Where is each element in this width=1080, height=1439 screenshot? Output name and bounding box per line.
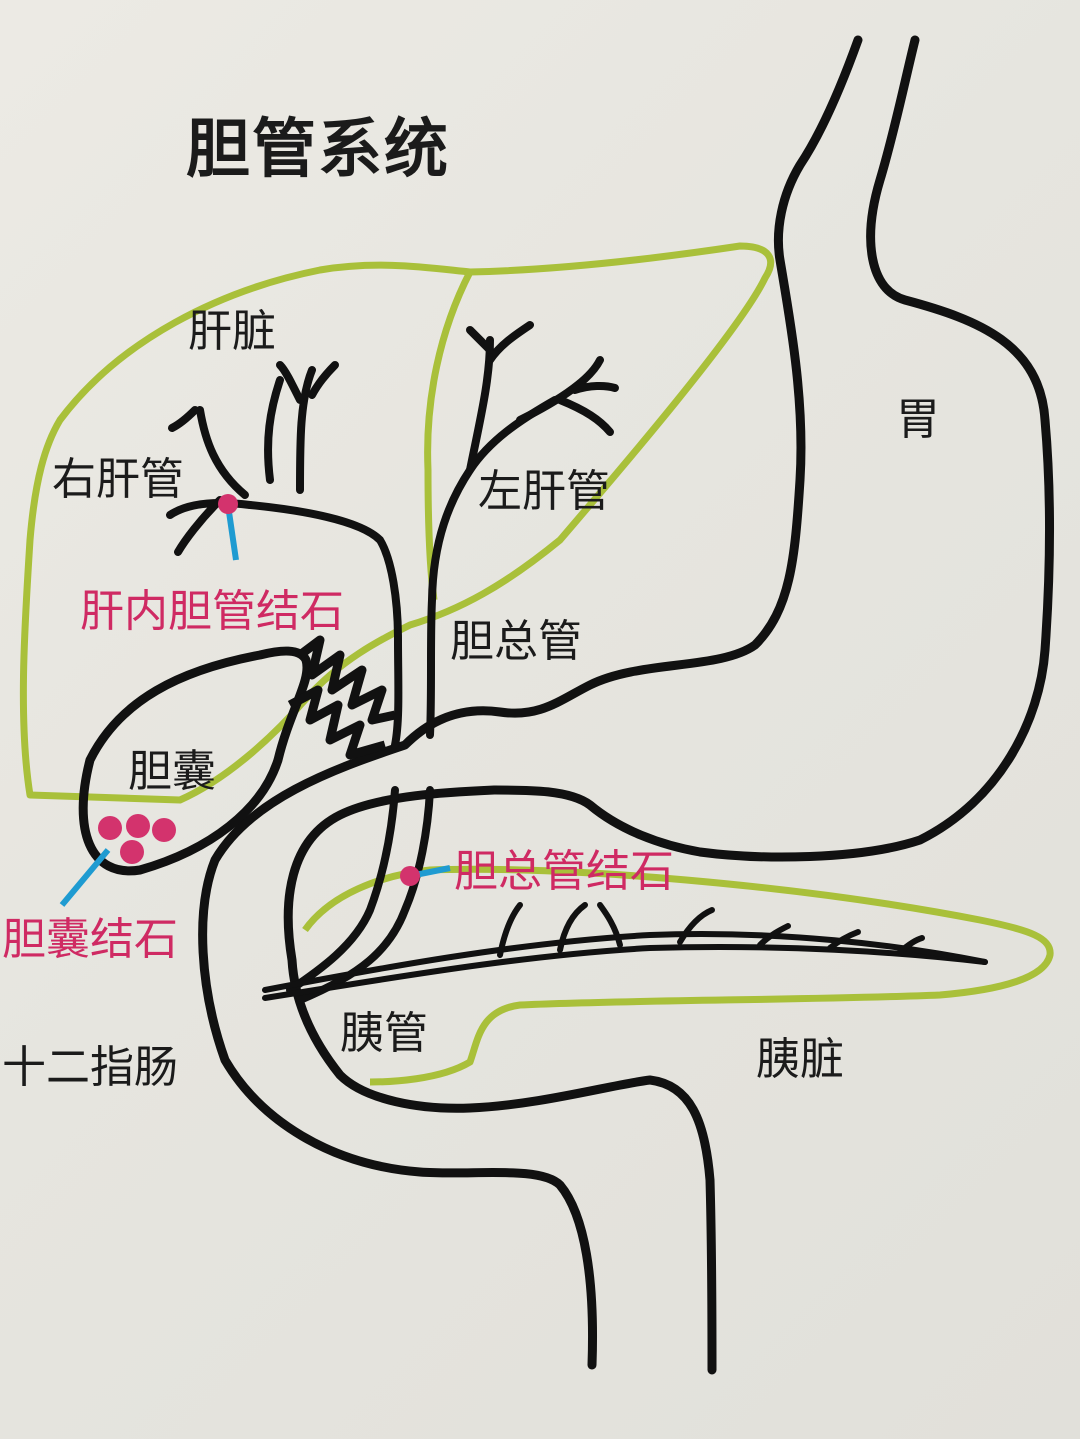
digestive-tract <box>198 35 1055 1375</box>
liver-fissure <box>424 270 474 601</box>
label-intrahepatic-stone: 肝内胆管结石 <box>80 586 344 637</box>
liver-outline <box>19 242 775 804</box>
label-right-hepatic-duct: 右肝管 <box>52 454 184 505</box>
label-left-hepatic-duct: 左肝管 <box>478 466 610 517</box>
cystic-duct <box>297 635 396 725</box>
label-liver: 肝脏 <box>188 306 276 357</box>
label-stomach: 胃 <box>896 394 940 445</box>
gallbladder-outline <box>78 646 312 876</box>
pancreatic-duct <box>262 902 988 1001</box>
label-gallbladder-stone: 胆囊结石 <box>2 914 178 965</box>
label-common-duct-stone: 胆总管结石 <box>454 846 674 897</box>
label-pancreas: 胰脏 <box>756 1034 844 1085</box>
pancreas-outline <box>302 865 1054 1086</box>
cystic-duct-inner <box>287 685 387 760</box>
label-gallbladder: 胆囊 <box>128 746 216 797</box>
intrahepatic-stone-marker <box>218 494 239 561</box>
common-duct-stone-marker <box>400 865 451 886</box>
label-common-bile-duct: 胆总管 <box>450 616 582 667</box>
gallbladder-stones-marker <box>59 814 176 907</box>
label-pancreatic-duct: 胰管 <box>340 1008 428 1059</box>
bile-duct-tree <box>166 321 619 1004</box>
label-duodenum: 十二指肠 <box>2 1042 178 1093</box>
diagram-title: 胆管系统 <box>186 112 450 187</box>
